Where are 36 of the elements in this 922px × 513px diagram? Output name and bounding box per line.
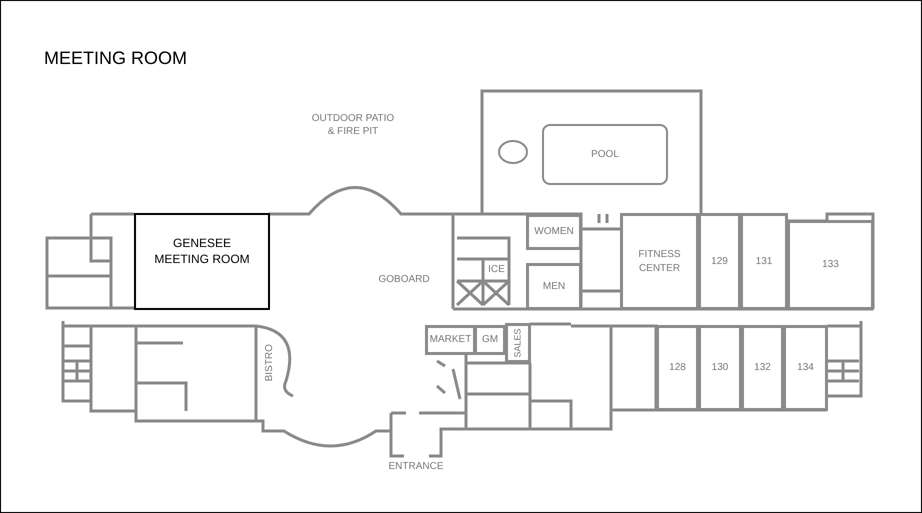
room-label: GENESEE MEETING ROOM bbox=[153, 235, 251, 268]
room-outline bbox=[620, 213, 699, 310]
room-label: 131 bbox=[756, 254, 772, 268]
room-label: 129 bbox=[711, 254, 728, 268]
room-label: MARKET bbox=[430, 333, 472, 347]
room-outline bbox=[656, 325, 699, 411]
room-label: GM bbox=[482, 333, 498, 347]
room-label: 128 bbox=[669, 361, 686, 375]
room-label: FITNESS CENTER bbox=[637, 248, 682, 275]
meeting-room-outline bbox=[134, 213, 270, 310]
room-outline bbox=[698, 213, 741, 310]
room-label: ICE bbox=[488, 263, 505, 277]
room-outline bbox=[505, 323, 531, 363]
room-outline bbox=[787, 220, 874, 310]
room-label: POOL bbox=[591, 148, 619, 162]
room-outline bbox=[425, 325, 476, 355]
room-outline bbox=[740, 213, 788, 310]
room-label: 134 bbox=[797, 361, 814, 375]
area-label: BISTRO bbox=[262, 344, 276, 382]
room-outline bbox=[526, 263, 582, 310]
area-label: OUTDOOR PATIO & FIRE PIT bbox=[310, 112, 396, 138]
room-outline bbox=[741, 325, 784, 411]
room-label: MEN bbox=[542, 280, 566, 294]
room-outline bbox=[526, 214, 582, 250]
room-label: SALES bbox=[512, 328, 524, 358]
room-label: 132 bbox=[754, 361, 771, 375]
room-outline bbox=[474, 325, 506, 355]
room-label: WOMEN bbox=[534, 225, 574, 239]
plan-title: MEETING ROOM bbox=[44, 48, 187, 69]
area-label: GOBOARD bbox=[378, 273, 430, 286]
room-outline bbox=[783, 325, 828, 411]
room-label: 133 bbox=[822, 258, 839, 272]
room-label: 130 bbox=[712, 361, 728, 375]
area-label: ENTRANCE bbox=[388, 460, 444, 474]
room-outline bbox=[698, 325, 742, 411]
pool-outline bbox=[542, 124, 668, 185]
